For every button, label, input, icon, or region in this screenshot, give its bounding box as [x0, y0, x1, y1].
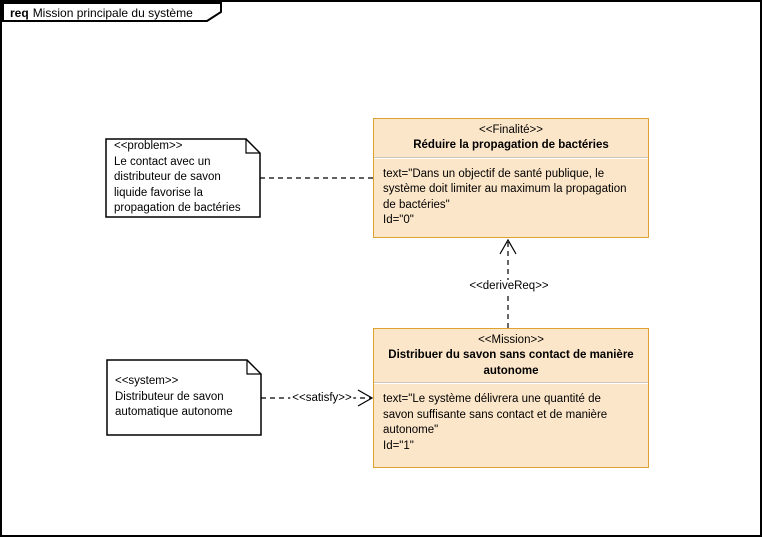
tab-title: Mission principale du système — [32, 6, 193, 20]
frame-tab — [2, 2, 222, 22]
req-name: Distribuer du savon sans contact de mani… — [388, 349, 634, 361]
satisfy-label: <<satisfy>> — [290, 392, 354, 404]
header-divider — [374, 156, 648, 159]
note-shape — [105, 138, 261, 218]
system-note: <<system>> Distributeur de savon automat… — [106, 359, 262, 436]
note-fold-icon — [246, 360, 261, 375]
requirement-finalite: <<Finalité>> Réduire la propagation de b… — [373, 118, 649, 238]
req-stereotype: <<Finalité>> — [479, 124, 543, 136]
requirement-body: text="Le système délivrera une quantité … — [374, 384, 648, 467]
header-divider — [374, 382, 648, 384]
req-body-line: système doit limiter au maximum la propa… — [383, 183, 627, 195]
tab-keyword: req — [10, 6, 29, 20]
note-line: <<problem>> — [114, 140, 183, 153]
requirement-header: <<Finalité>> Réduire la propagation de b… — [374, 119, 648, 157]
derive-label: <<deriveReq>> — [467, 280, 551, 292]
problem-note-text: <<problem>> Le contact avec un distribut… — [114, 138, 255, 218]
note-line: propagation de bactéries — [114, 202, 241, 215]
req-body-line: Id="1" — [383, 439, 414, 452]
note-fold-icon — [245, 139, 260, 154]
problem-note: <<problem>> Le contact avec un distribut… — [105, 138, 261, 218]
req-body-line: autonome" — [383, 424, 439, 436]
satisfy-arrowhead-icon — [357, 389, 374, 407]
derive-arrowhead-icon — [499, 238, 517, 255]
requirement-header: <<Mission>> Distribuer du savon sans con… — [374, 329, 648, 382]
req-name: Réduire la propagation de bactéries — [413, 139, 609, 151]
note-line: liquide favorise la — [114, 186, 203, 199]
note-line: Distributeur de savon — [115, 390, 224, 403]
req-name: autonome — [483, 364, 539, 377]
req-body-line: text="Dans un objectif de santé publique… — [383, 167, 605, 180]
req-body-line: de bactéries" — [383, 198, 450, 211]
requirement-body: text="Dans un objectif de santé publique… — [374, 159, 648, 238]
req-body-line: text="Le système délivrera une quantité … — [383, 393, 601, 405]
note-line: <<system>> — [115, 375, 179, 388]
note-line: Le contact avec un — [114, 155, 211, 168]
req-stereotype: <<Mission>> — [478, 334, 544, 346]
req-body-line: savon suffisante sans contact et de mani… — [383, 408, 608, 421]
system-note-text: <<system>> Distributeur de savon automat… — [115, 359, 256, 436]
note-shape — [106, 359, 262, 436]
requirement-mission: <<Mission>> Distribuer du savon sans con… — [373, 328, 649, 468]
note-line: automatique autonome — [115, 406, 233, 419]
req-body-line: Id="0" — [383, 214, 414, 226]
note-line: distributeur de savon — [114, 171, 221, 184]
